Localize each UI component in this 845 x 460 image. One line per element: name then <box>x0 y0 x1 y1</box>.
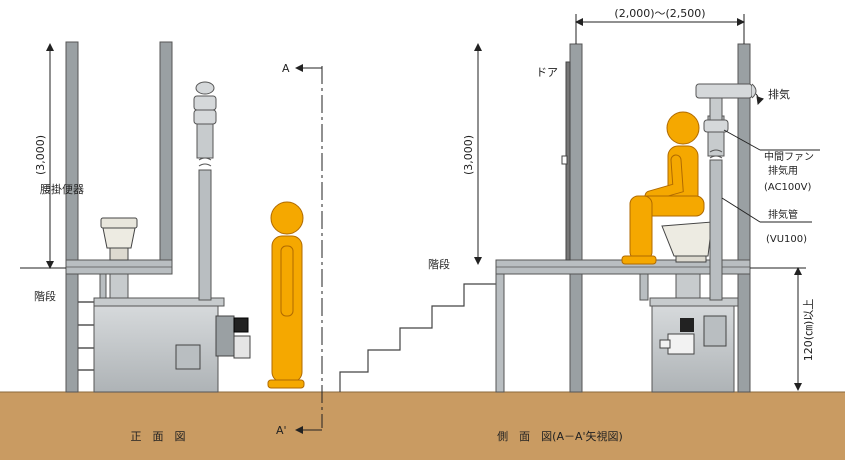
front-title: 正 面 図 <box>131 430 186 443</box>
side-dim-width: (2,000)～(2,500) <box>614 7 705 20</box>
standing-person <box>267 201 305 389</box>
side-stairs-label: 階段 <box>428 257 450 271</box>
ground <box>0 392 845 460</box>
side-pipe-label-2: (VU100) <box>766 234 807 245</box>
front-toilet-label: 腰掛便器 <box>40 182 84 196</box>
front-exhaust-pipe <box>193 81 217 301</box>
side-stairs <box>339 283 496 392</box>
side-view: (2,000)～(2,500) (3,000) ドア 階段 120(㎝)以上 排… <box>339 7 820 443</box>
section-marker-top: A <box>282 62 290 75</box>
side-dim-height: (3,000) <box>462 135 475 175</box>
side-fan-label-3: (AC100V) <box>764 182 811 193</box>
side-fan-label-1: 中間ファン <box>764 150 814 163</box>
side-pipe-label-1: 排気管 <box>768 208 798 221</box>
side-door-label: ドア <box>536 66 558 79</box>
side-exhaust-pipe <box>695 83 757 301</box>
front-dim-height: (3,000) <box>34 135 47 175</box>
side-title: 側 面 図(A－A'矢視図) <box>497 429 623 443</box>
front-toilet <box>100 217 138 261</box>
side-dim-clearance: 120(㎝)以上 <box>802 299 815 362</box>
side-toilet <box>661 221 713 263</box>
side-exhaust-label: 排気 <box>768 87 790 101</box>
side-fan-label-2: 排気用 <box>768 164 798 177</box>
section-line: A A' <box>276 62 323 437</box>
section-marker-bottom: A' <box>276 424 287 437</box>
seated-person <box>621 111 705 265</box>
front-stairs-label: 階段 <box>34 289 56 303</box>
front-view: (3,000) 腰掛便器 階段 正 面 図 <box>20 41 251 443</box>
